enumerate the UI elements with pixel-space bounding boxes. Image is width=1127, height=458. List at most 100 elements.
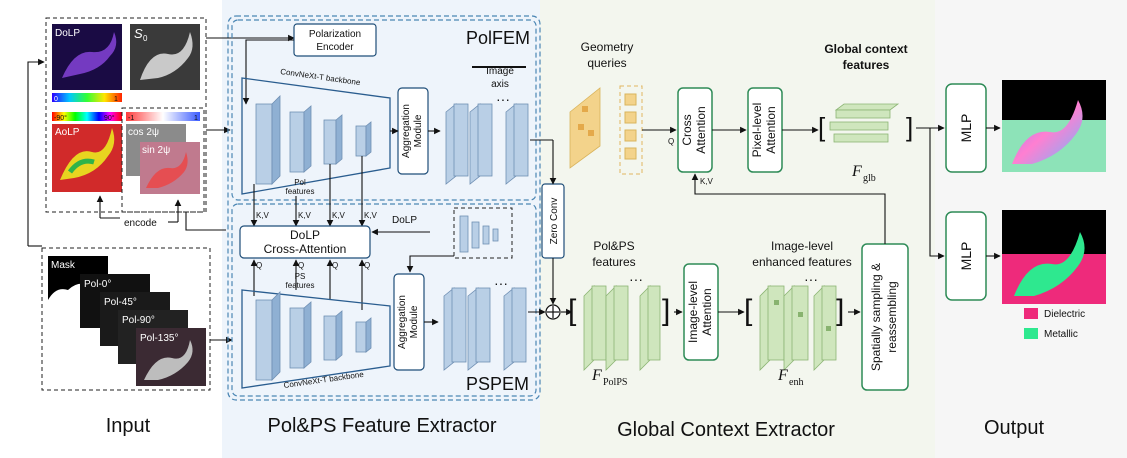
q-label-2: Q <box>298 261 304 270</box>
cos-scale-max: 1 <box>194 115 198 122</box>
enh-slab-1-front <box>767 285 785 361</box>
q-label-4: Q <box>364 261 370 270</box>
polps-features-line1: Pol&PS <box>593 239 634 253</box>
cos-label: cos 2ψ <box>128 127 159 138</box>
bottom-stack-ellipsis: ··· <box>494 275 508 291</box>
kv-label-3: K,V <box>332 211 346 220</box>
global-feature-bar-3 <box>833 133 889 143</box>
top-aggregation-line2: Module <box>413 114 424 147</box>
top-stage2-side <box>303 105 312 173</box>
top-feature-slab-2-front <box>477 103 493 177</box>
global-to-mlp2 <box>929 128 945 260</box>
query-token-3 <box>624 129 637 142</box>
cross-attention-line2: Attention <box>694 106 708 153</box>
polps-ellipsis: ··· <box>629 271 643 287</box>
bottom-stage3-block <box>323 315 337 361</box>
pol-features-line1: Pol <box>294 178 306 187</box>
input-section-label: Input <box>106 415 151 437</box>
bottom-stage3-side <box>335 310 343 361</box>
polarization-inputs-frame <box>45 17 207 213</box>
top-stage3-side <box>335 114 343 165</box>
enh-slab-2-front <box>791 285 809 361</box>
polfem-title: PolFEM <box>466 28 530 48</box>
s0-dragon <box>140 32 193 80</box>
geometry-queries-line1: Geometry <box>581 40 634 54</box>
pol90-label: Pol-90° <box>122 315 155 326</box>
dolp-pyramid-3 <box>482 225 490 245</box>
cross-kv-label: K,V <box>700 177 714 186</box>
q-label-1: Q <box>256 261 262 270</box>
bottom-feature-stack <box>443 287 527 371</box>
enh-cell-1 <box>774 300 779 305</box>
bottom-aggregation-line1: Aggregation <box>397 295 408 349</box>
extractor-frame <box>227 15 541 401</box>
cos-scale-min: -1 <box>128 115 134 122</box>
pixel-attention-line2: Attention <box>764 106 778 153</box>
dolp-pyramid-2 <box>471 221 480 249</box>
dolp-label: DoLP <box>55 28 80 39</box>
enh-cell-3 <box>826 326 831 331</box>
polarization-encoder-line1: Polarization <box>309 29 361 40</box>
query-token-2 <box>624 111 637 124</box>
bottom-stage4-side <box>365 317 372 353</box>
legend-metallic-swatch <box>1024 328 1038 339</box>
encode-label: encode <box>124 218 157 229</box>
polps-slab-3-front <box>647 285 661 361</box>
global-context-line2: features <box>843 58 890 72</box>
dolp-pyramid-to-agg <box>406 255 454 273</box>
bottom-stage4-block <box>355 321 367 353</box>
geometry-queries-line2: queries <box>587 56 626 70</box>
mlp-normal-label: MLP <box>958 114 974 143</box>
global-bracket-left: [ <box>818 112 826 142</box>
aolp-dragon-accent <box>67 158 95 174</box>
dolp-cross-attention-line2: Cross-Attention <box>264 242 347 256</box>
top-stage1-side <box>271 95 281 185</box>
legend-dielectric-label: Dielectric <box>1044 309 1085 320</box>
global-context-line1: Global context <box>824 42 907 56</box>
top-aggregation-line1: Aggregation <box>401 104 412 158</box>
kv-label-4: K,V <box>364 211 378 220</box>
encoder-to-backbone-arrow <box>242 39 294 105</box>
enhanced-feature-stack <box>759 285 837 371</box>
bottom-stage2-block <box>289 307 305 369</box>
ps-features-line2: features <box>286 281 315 290</box>
kv-label-2: K,V <box>298 211 312 220</box>
aolp-scale-max: 90° <box>104 114 115 122</box>
sin-label: sin 2ψ <box>142 145 170 156</box>
enh-slab-3-front <box>821 285 837 361</box>
polps-feature-stack <box>583 285 661 371</box>
polps-features-line2: features <box>592 255 635 269</box>
cos-colorbar <box>126 112 200 121</box>
pol45-label: Pol-45° <box>104 297 137 308</box>
dolp-input-label: DoLP <box>392 215 417 226</box>
pspem-frame <box>231 203 537 397</box>
dolp-scale-min: 0 <box>54 96 58 103</box>
encode-to-dolp-arrow <box>185 212 226 231</box>
spatial-to-cross-arrow <box>691 173 886 244</box>
query-token-4 <box>624 147 637 160</box>
output-section-label: Output <box>984 417 1044 439</box>
f-glb-subscript: glb <box>863 173 876 184</box>
pspem-title: PSPEM <box>466 374 529 394</box>
polps-bracket-right: ] <box>662 294 670 327</box>
top-stage4-side <box>365 121 372 157</box>
aolp-label: AoLP <box>55 127 80 138</box>
spatial-line2: reassembling <box>885 281 899 352</box>
cross-q-label: Q <box>668 137 674 146</box>
image-axis-line1: Image <box>486 66 514 77</box>
mask-shape <box>48 283 86 326</box>
geometry-query-cell-2 <box>578 124 584 130</box>
legend-metallic-label: Metallic <box>1044 329 1078 340</box>
extractor-section-label: Pol&PS Feature Extractor <box>268 415 497 437</box>
f-polps-subscript: PolPS <box>603 377 627 388</box>
pixel-attention-line1: Pixel-level <box>750 103 764 158</box>
top-stage1-block <box>255 103 273 185</box>
top-feature-stack <box>445 103 529 185</box>
image-attention-line1: Image-level <box>686 281 700 343</box>
enhanced-line2: enhanced features <box>752 255 851 269</box>
dolp-colorbar <box>52 93 122 102</box>
ps-features-line1: PS <box>295 272 306 281</box>
top-feature-slab-3-front <box>513 103 529 177</box>
encoded-inputs-frame <box>121 107 205 213</box>
top-stage2-block <box>289 111 305 173</box>
